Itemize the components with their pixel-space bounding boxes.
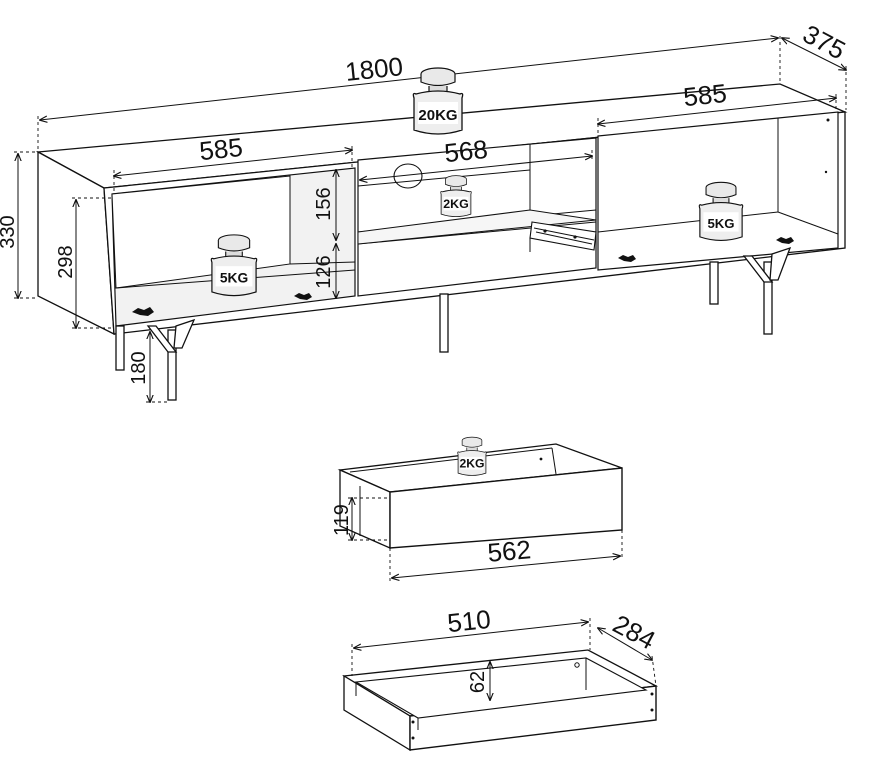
dim-width-label: 1800 — [344, 51, 405, 87]
weight-right-icon: 5KG — [698, 181, 744, 241]
weight-left-label: 5KG — [220, 271, 248, 286]
dim-body-height-label: 298 — [55, 245, 77, 278]
weight-middle-label: 2KG — [443, 197, 468, 211]
dim-box-width-label: 510 — [446, 604, 492, 638]
dim-upper-shelf-label: 156 — [313, 187, 335, 220]
drawer-slide-icon — [529, 221, 597, 252]
weight-drawer-icon: 2KG — [457, 436, 487, 476]
cabinet-dimensions: 1800 375 585 568 585 330 298 156 — [0, 19, 850, 402]
dim-box-depth-label: 284 — [608, 609, 660, 656]
cabinet-legs — [115, 246, 792, 401]
weight-top-icon: 20KG — [412, 67, 464, 135]
weight-left-icon: 5KG — [210, 234, 258, 297]
dim-depth-label: 375 — [798, 19, 850, 66]
weight-middle-icon: 2KG — [440, 175, 472, 218]
dim-middle-compartment-label: 568 — [443, 134, 489, 168]
dim-box-height-label: 62 — [467, 671, 489, 693]
dim-total-height-label: 330 — [0, 215, 19, 248]
weight-right-label: 5KG — [707, 216, 734, 231]
hinge-icon — [132, 237, 794, 316]
dim-leg-height-label: 180 — [128, 351, 150, 384]
drawer-box-view: 62 510 284 — [342, 604, 660, 752]
dim-lower-shelf-label: 126 — [313, 255, 335, 288]
dim-right-compartment-label: 585 — [682, 78, 728, 112]
dim-left-compartment-label: 585 — [198, 132, 244, 166]
dim-drawer-height-label: 119 — [331, 504, 353, 536]
dim-drawer-width-label: 562 — [486, 534, 532, 568]
drawer-front-view: 119 562 2KG — [331, 436, 623, 582]
weight-drawer-label: 2KG — [460, 456, 485, 470]
weight-top-label: 20KG — [418, 107, 457, 124]
